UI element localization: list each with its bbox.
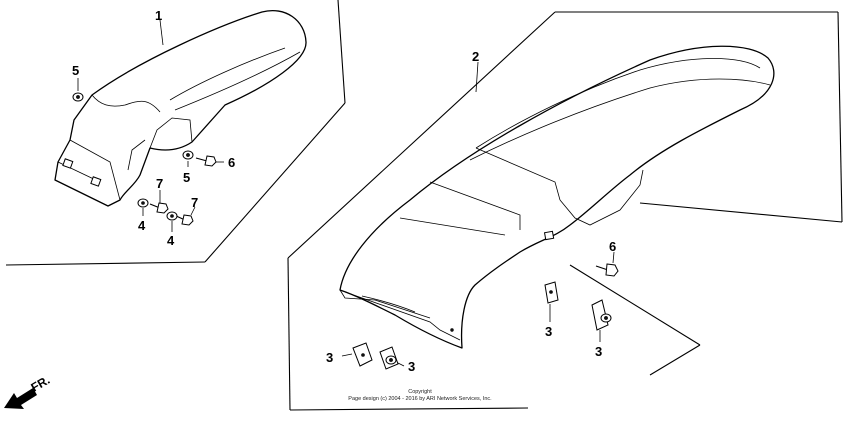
right-hardware	[352, 263, 619, 370]
copyright-line-2: Page design (c) 2004 - 2016 by ARI Netwo…	[348, 396, 492, 402]
rear-fender-small	[54, 10, 307, 207]
bolt-6b-icon	[595, 263, 619, 277]
callout-2: 2	[472, 49, 479, 64]
left-leaders	[77, 19, 224, 232]
right-panel-frame	[287, 11, 843, 411]
right-leaders	[341, 61, 615, 367]
clip-3c-icon	[352, 342, 373, 367]
callout-6a: 6	[228, 155, 235, 170]
nut-5b-icon	[182, 150, 194, 160]
callout-6b: 6	[609, 239, 616, 254]
clip-3b-icon	[591, 299, 612, 331]
copyright-line-1: Copyright	[408, 389, 432, 395]
rear-fender-large	[339, 45, 775, 349]
grommet-4a-icon	[137, 198, 149, 208]
arrow-down-left-icon	[4, 388, 37, 409]
callout-3a: 3	[545, 324, 552, 339]
left-hardware	[72, 92, 217, 226]
left-panel-frame	[5, 0, 346, 266]
clip-3a-icon	[544, 281, 559, 304]
callout-1: 1	[155, 8, 162, 23]
bolt-7a-icon	[149, 202, 169, 214]
callout-3c: 3	[326, 350, 333, 365]
callout-5a: 5	[72, 63, 79, 78]
callout-7a: 7	[156, 176, 163, 191]
callout-4b: 4	[167, 233, 175, 248]
callout-5b: 5	[183, 170, 190, 185]
bolt-6a-icon	[195, 155, 217, 167]
callout-3d: 3	[408, 359, 415, 374]
callout-4a: 4	[138, 218, 146, 233]
clip-3d-icon	[379, 346, 399, 370]
callout-7b: 7	[191, 195, 198, 210]
callout-3b: 3	[595, 344, 602, 359]
nut-5a-icon	[72, 92, 84, 102]
grommet-4b-icon	[166, 211, 178, 221]
